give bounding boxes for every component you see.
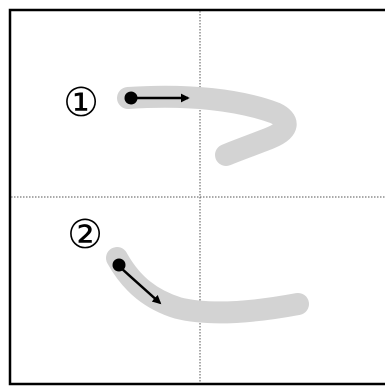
- step-number-2: ②: [67, 212, 103, 258]
- stroke-1-shadow: [117, 85, 297, 166]
- stroke-1-group: ①: [63, 80, 297, 166]
- stroke-1-start-dot: [124, 91, 138, 105]
- writing-box-frame: [8, 8, 385, 386]
- stroke-2-group: ②: [67, 212, 309, 324]
- stroke-2-shadow: [106, 247, 309, 324]
- step-number-1: ①: [63, 80, 99, 126]
- stroke-2-direction-arrow: [120, 267, 162, 305]
